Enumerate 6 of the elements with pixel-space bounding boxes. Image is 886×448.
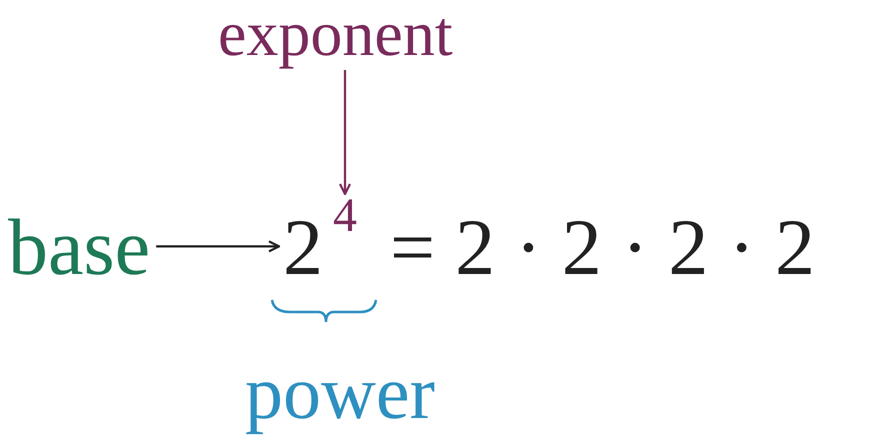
arrow (156, 240, 280, 252)
math-symbol: 4 (333, 192, 357, 240)
term-label: base (8, 208, 150, 288)
equation-text: = 2 · 2 · 2 · 2 (390, 208, 816, 288)
arrow (338, 70, 352, 196)
math-symbol: 2 (283, 208, 323, 288)
